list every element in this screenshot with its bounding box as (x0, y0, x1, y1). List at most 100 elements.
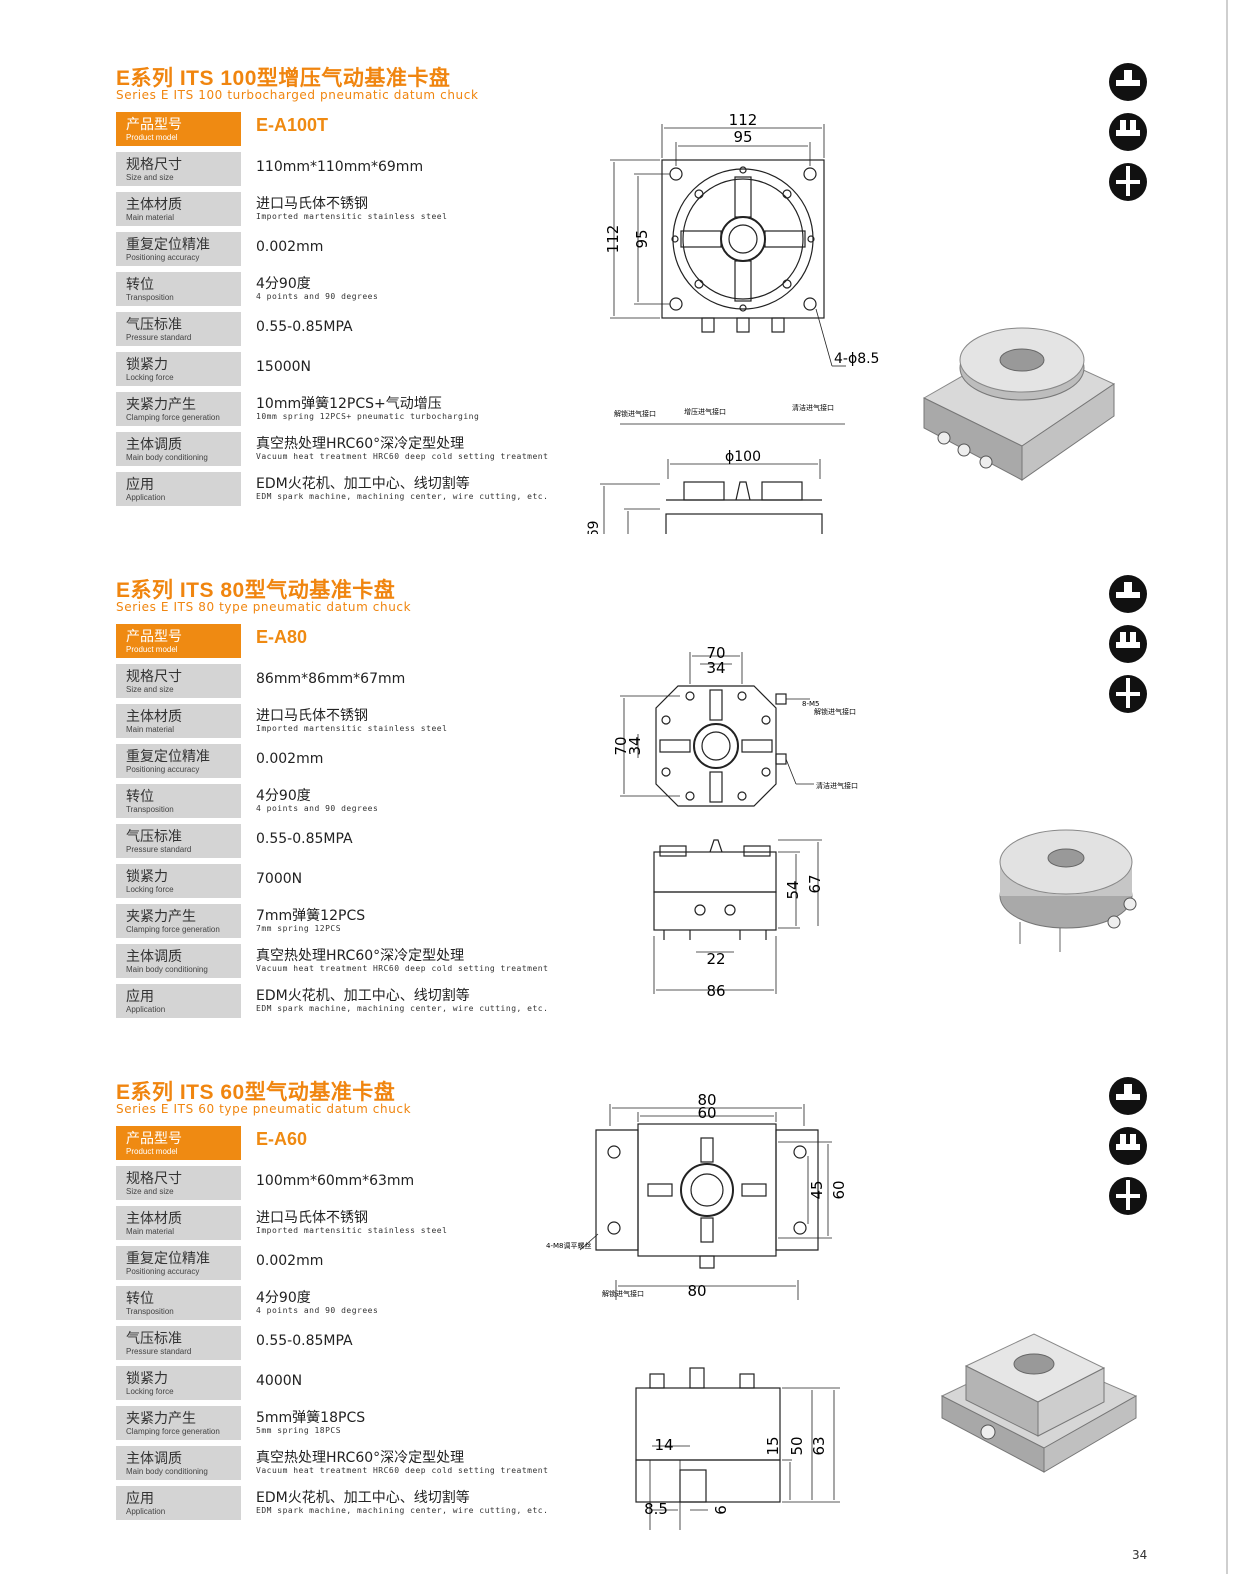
spec-value-en: 7mm spring 12PCS (256, 924, 342, 933)
icon-column (1108, 62, 1148, 206)
spec-label-zh: 重复定位精准 (126, 237, 210, 253)
spec-value: 110mm*110mm*69mm (256, 152, 556, 186)
technical-drawing-top-view: 112 95 112 95 4-ϕ8.5 ϕ100 ϕ69 56 解锁进气接口 … (586, 111, 879, 534)
spec-label-zh: 锁紧力 (126, 1371, 168, 1387)
dim-label: 112 (729, 111, 758, 129)
dim-label: 8-M5 (802, 700, 819, 708)
spec-value: 4000N (256, 1366, 556, 1400)
dim-label: 67 (806, 874, 824, 893)
spec-value-text: 110mm*110mm*69mm (256, 159, 424, 175)
spec-value-text: 真空热处理HRC60°深冷定型处理 (256, 948, 465, 964)
port-label: 解锁进气接口 (814, 707, 856, 716)
technical-drawing-top-view: 80 60 45 60 4-M8调平螺丝 80 14 8.5 6 15 50 6… (546, 1091, 848, 1530)
spec-value: 0.002mm (256, 744, 556, 778)
spec-value-en: Vacuum heat treatment HRC60 deep cold se… (256, 452, 549, 461)
spec-label-en: Pressure standard (126, 1347, 192, 1356)
dim-label: 54 (784, 880, 802, 899)
dim-label: 70 (612, 736, 630, 755)
spec-label-zh: 锁紧力 (126, 869, 168, 885)
dim-label: 70 (706, 644, 725, 662)
spec-value-en: 4 points and 90 degrees (256, 804, 379, 813)
spec-label-zh: 主体材质 (126, 1211, 182, 1227)
spec-value: 0.002mm (256, 232, 556, 266)
spec-label-en: Positioning accuracy (126, 765, 200, 774)
spec-label-zh: 规格尺寸 (126, 157, 182, 173)
spec-value: 0.55-0.85MPA (256, 312, 556, 346)
spec-value-text: 15000N (256, 359, 312, 375)
spec-label-zh: 气压标准 (126, 829, 182, 845)
spec-value-text: 100mm*60mm*63mm (256, 1173, 415, 1189)
spec-value: E-A60 (256, 1126, 556, 1160)
spec-value-en: EDM spark machine, machining center, wir… (256, 1506, 549, 1515)
spec-label-en: Positioning accuracy (126, 1267, 200, 1276)
spec-label-en: Main body conditioning (126, 1467, 208, 1476)
spec-value: E-A100T (256, 112, 556, 146)
spec-value-text: EDM火花机、加工中心、线切割等 (256, 476, 470, 492)
spec-label-zh: 夹紧力产生 (126, 397, 196, 413)
spec-label-en: Product model (126, 1147, 178, 1156)
product-photo-its60 (940, 1333, 1138, 1473)
spec-value-en: 10mm spring 12PCS+ pneumatic turbochargi… (256, 412, 480, 421)
section-its100: E系列 ITS 100型增压气动基准卡盘 Series E ITS 100 tu… (0, 62, 1240, 542)
chuck-profile-icon (1109, 575, 1147, 713)
spec-label-zh: 锁紧力 (126, 357, 168, 373)
spec-label-zh: 产品型号 (126, 1131, 182, 1147)
port-label: 解锁进气接口 (614, 409, 656, 418)
spec-value: 0.55-0.85MPA (256, 1326, 556, 1360)
section-subtitle: Series E ITS 80 type pneumatic datum chu… (116, 600, 412, 614)
spec-label-en: Main body conditioning (126, 965, 208, 974)
spec-value: 15000N (256, 352, 556, 386)
spec-label-en: Pressure standard (126, 333, 192, 342)
spec-label-zh: 夹紧力产生 (126, 1411, 196, 1427)
spec-value-text: EDM火花机、加工中心、线切割等 (256, 988, 470, 1004)
spec-value-text: 0.55-0.85MPA (256, 319, 353, 335)
spec-label-zh: 转位 (126, 1291, 154, 1307)
spec-value-text: EDM火花机、加工中心、线切割等 (256, 1490, 470, 1506)
product-photo-its100 (922, 327, 1116, 481)
spec-value-en: 5mm spring 18PCS (256, 1426, 342, 1435)
spec-label-en: Application (126, 1005, 166, 1014)
spec-label-zh: 应用 (126, 1491, 154, 1507)
spec-label-en: Pressure standard (126, 845, 192, 854)
dim-label: 63 (810, 1436, 828, 1455)
dim-label: 50 (788, 1436, 806, 1455)
section-title: E系列 ITS 100型增压气动基准卡盘 (116, 67, 451, 90)
dim-label: 15 (764, 1436, 782, 1455)
spec-value-text: 0.002mm (256, 751, 324, 767)
spec-value-text: 4000N (256, 1373, 303, 1389)
dim-label: 45 (808, 1180, 826, 1199)
dim-label: 8.5 (644, 1500, 668, 1518)
port-label: 清洁进气接口 (816, 781, 858, 790)
spec-label-zh: 转位 (126, 789, 154, 805)
